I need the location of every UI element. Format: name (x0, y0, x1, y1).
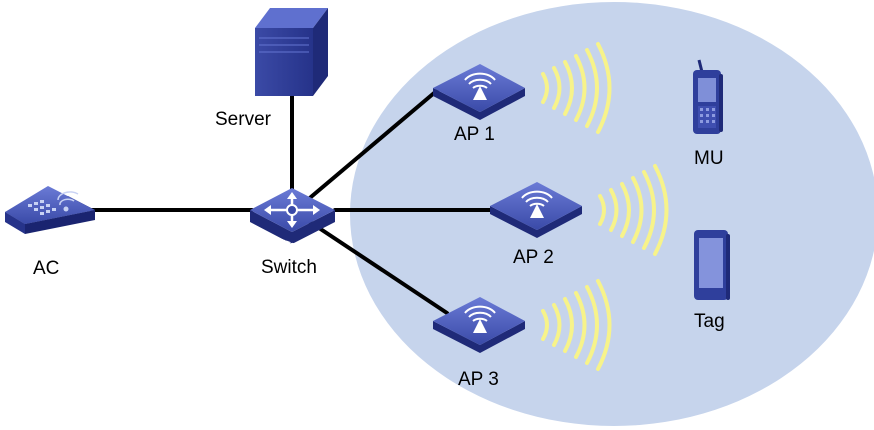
tag-label: Tag (694, 311, 725, 332)
switch-icon: SWITCH (250, 188, 335, 253)
server-label: Server (215, 109, 272, 130)
wireless-signal-icon (598, 164, 669, 256)
switch-label: Switch (261, 257, 317, 278)
ap2-label: AP 2 (513, 247, 554, 268)
ap3-label: AP 3 (458, 369, 499, 390)
access-point-icon (433, 64, 525, 120)
wlan-coverage-area (350, 2, 874, 426)
access-point-icon (490, 182, 582, 238)
mu-label: MU (694, 148, 724, 169)
access-controller-icon (5, 186, 95, 234)
link-switch-ap3 (308, 220, 449, 315)
ap1-label: AP 1 (454, 124, 495, 145)
link-switch-ap1 (303, 86, 442, 204)
wireless-signal-icon (541, 279, 612, 371)
links (90, 86, 494, 315)
rfid-tag-icon (694, 230, 730, 300)
wireless-signal-icon (541, 42, 612, 134)
server-icon (255, 8, 328, 96)
mobile-phone-icon (693, 59, 723, 134)
access-point-icon (433, 297, 525, 353)
ac-label: AC (33, 258, 59, 279)
